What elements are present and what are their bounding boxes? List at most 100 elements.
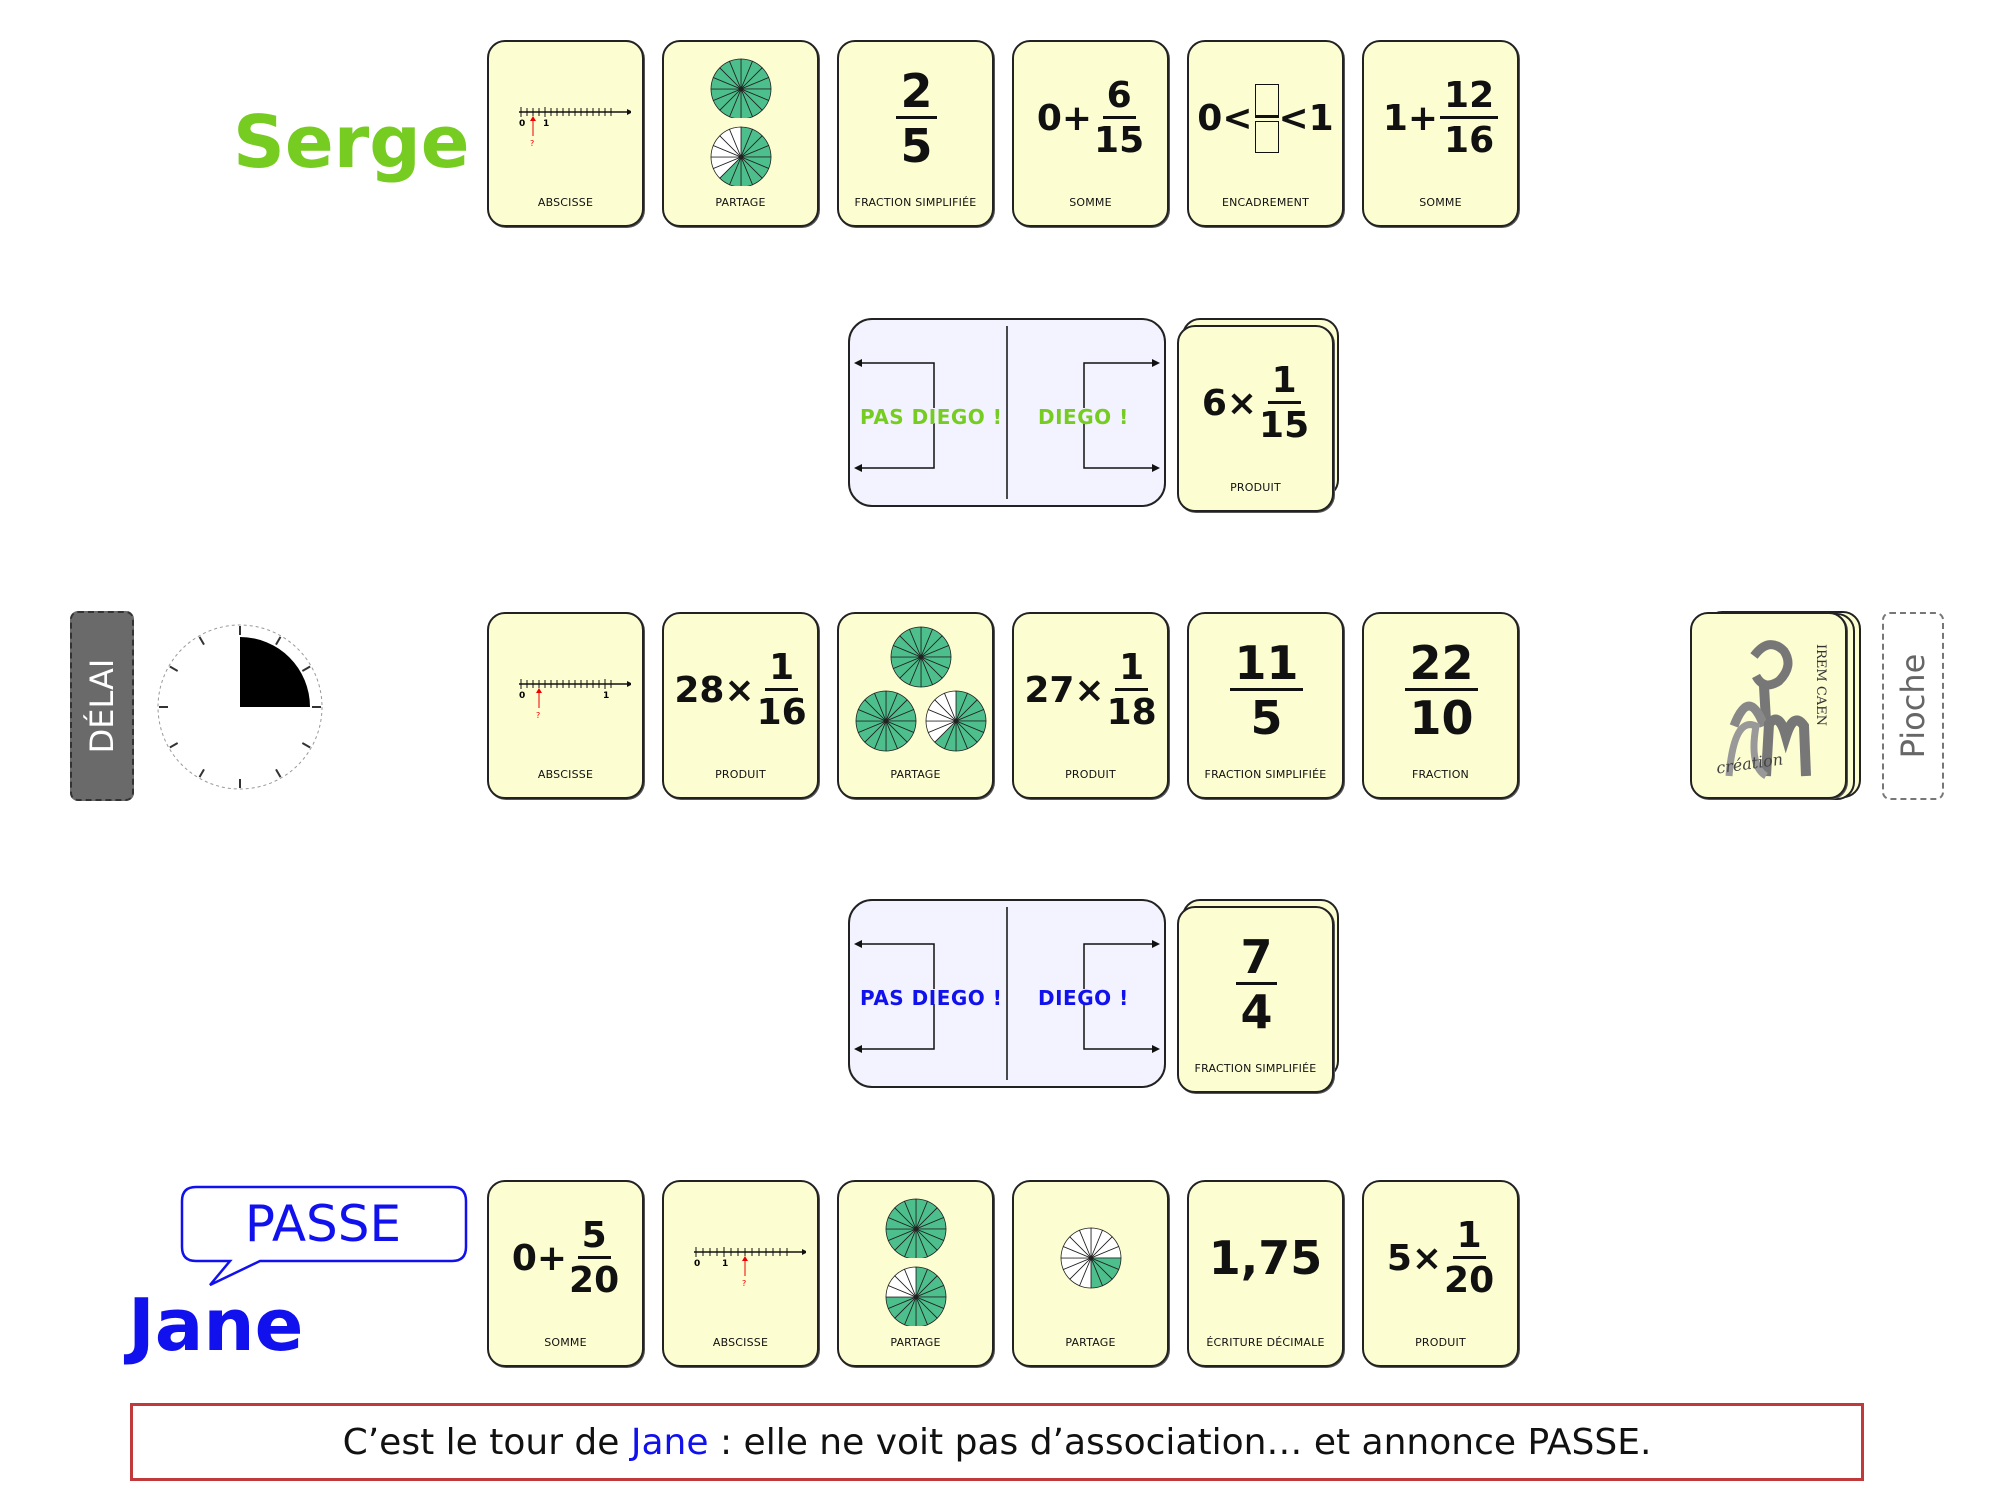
svg-text:?: ? — [742, 1279, 746, 1288]
diego-label: DIEGO ! — [1038, 405, 1129, 429]
timer-clock-icon — [157, 624, 323, 790]
clock-tick — [275, 636, 282, 646]
card-label: PARTAGE — [890, 768, 941, 781]
svg-text:0: 0 — [519, 119, 525, 129]
pie-icon — [710, 126, 771, 186]
pie-sector — [873, 690, 887, 722]
pie-sector — [943, 690, 957, 722]
deck-card[interactable]: IREM CAEN création — [1690, 612, 1847, 799]
svg-text:0: 0 — [694, 1259, 700, 1269]
diego-zone-jane[interactable]: PAS DIEGO ! DIEGO ! — [848, 899, 1166, 1088]
pas-diego-label: PAS DIEGO ! — [860, 986, 1003, 1010]
pie-sector — [903, 1198, 916, 1230]
card-label: PRODUIT — [1415, 1336, 1466, 1349]
svg-text:0: 0 — [519, 691, 525, 701]
clock-tick — [169, 742, 179, 749]
diego-arrows-icon — [854, 326, 1160, 499]
card-label: ÉCRITURE DÉCIMALE — [1206, 1336, 1325, 1349]
card-label: SOMME — [1419, 196, 1462, 209]
card-label: FRACTION SIMPLIFIÉE — [854, 196, 977, 209]
card-label: PRODUIT — [715, 768, 766, 781]
diego-label: DIEGO ! — [1038, 986, 1129, 1010]
card-label: ENCADREMENT — [1221, 196, 1310, 209]
card-label: ABSCISSE — [712, 1336, 769, 1349]
pie-icon — [710, 58, 771, 118]
pie-sector — [740, 156, 753, 186]
pie-sector — [903, 1266, 916, 1298]
card-abscisse[interactable]: 0 1 ? ABSCISSE — [487, 40, 644, 227]
pie-sector — [908, 626, 922, 658]
clock-tick — [301, 665, 311, 672]
card-encadrement[interactable]: 0< <1 ENCADREMENT — [1187, 40, 1344, 227]
card-partage[interactable]: PARTAGE — [837, 612, 994, 799]
pioche-button[interactable]: Pioche — [1882, 612, 1944, 800]
card-label: FRACTION SIMPLIFIÉE — [1194, 1062, 1317, 1075]
player-name-serge: Serge — [233, 100, 470, 184]
card-label: FRACTION — [1412, 768, 1469, 781]
card-label: ABSCISSE — [537, 768, 594, 781]
diego-zone-serge[interactable]: PAS DIEGO ! DIEGO ! — [848, 318, 1166, 507]
card-abscisse[interactable]: 0 1 ? ABSCISSE — [662, 1180, 819, 1367]
irem-logo-icon — [1725, 640, 1811, 780]
pie-sector — [1078, 1227, 1091, 1259]
caption-part1: C’est le tour de — [342, 1421, 631, 1463]
svg-text:1: 1 — [722, 1259, 728, 1269]
pie-sector — [915, 1228, 928, 1258]
svg-text:?: ? — [530, 139, 534, 148]
player-name-jane: Jane — [128, 1283, 304, 1367]
svg-text:1: 1 — [543, 119, 549, 129]
pie-sector — [740, 88, 753, 118]
pie-sector — [728, 126, 741, 158]
card-label: PARTAGE — [890, 1336, 941, 1349]
caption-name: Jane — [630, 1421, 709, 1463]
card-label: SOMME — [1069, 196, 1112, 209]
speech-passe: PASSE — [244, 1195, 402, 1253]
card-partage[interactable]: PARTAGE — [837, 1180, 994, 1367]
svg-text:?: ? — [536, 711, 540, 720]
card-label: PARTAGE — [1065, 1336, 1116, 1349]
card-label: PRODUIT — [1230, 481, 1281, 494]
pioche-label: Pioche — [1894, 653, 1932, 759]
card-ecriture-decimale[interactable]: 1,75 ÉCRITURE DÉCIMALE — [1187, 1180, 1344, 1367]
caption-part2: : elle ne voit pas d’association… et ann… — [708, 1421, 1652, 1463]
card-label: PRODUIT — [1065, 768, 1116, 781]
delai-button[interactable]: DÉLAI — [70, 611, 134, 801]
clock-tick — [275, 768, 282, 778]
number-line-icon: 0 1 ? — [693, 1247, 806, 1288]
clock-tick — [198, 768, 205, 778]
clock-elapsed-sector — [240, 637, 310, 707]
pie-icon — [885, 1198, 946, 1258]
pie-sector — [728, 58, 741, 90]
number-line-icon: 0 1 ? — [518, 107, 631, 148]
pie-icon — [925, 690, 987, 752]
card-partage[interactable]: PARTAGE — [662, 40, 819, 227]
pas-diego-label: PAS DIEGO ! — [860, 405, 1003, 429]
card-abscisse[interactable]: 0 1 ? ABSCISSE — [487, 612, 644, 799]
speech-bubble-icon — [180, 1185, 468, 1287]
logo-text-irem: IREM CAEN — [1813, 644, 1828, 727]
pie-icon — [890, 626, 952, 688]
card-label: FRACTION SIMPLIFIÉE — [1204, 768, 1327, 781]
pie-icon — [1060, 1227, 1121, 1289]
pie-icon — [885, 1266, 946, 1326]
pie-icon — [855, 690, 917, 752]
card-partage[interactable]: PARTAGE — [1012, 1180, 1169, 1367]
card-label: ABSCISSE — [537, 196, 594, 209]
number-line-icon: 0 1 ? — [518, 679, 631, 720]
clock-tick — [301, 742, 311, 749]
pie-sector — [915, 1296, 928, 1326]
clock-tick — [198, 636, 205, 646]
card-label: SOMME — [544, 1336, 587, 1349]
delai-label: DÉLAI — [83, 658, 121, 754]
